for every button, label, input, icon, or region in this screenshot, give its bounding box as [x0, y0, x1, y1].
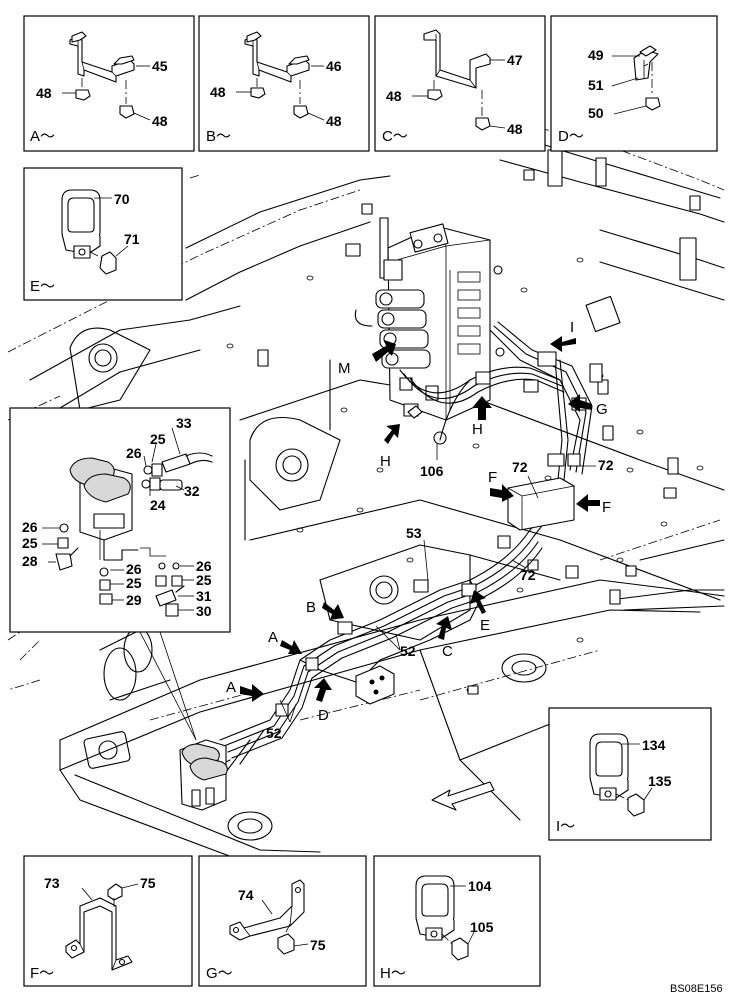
arrow-A-lower	[240, 684, 264, 702]
view-B-caption: B～	[206, 128, 231, 145]
inset-callout-25-right: 25	[196, 572, 212, 588]
callout-52-lower: 52	[266, 725, 282, 741]
view-I-caption: I～	[556, 818, 575, 835]
view-E-callout-71: 71	[124, 231, 140, 247]
pilot-hoses	[199, 321, 593, 781]
inset-callout-26-right: 26	[196, 558, 212, 574]
arrow-letter-C: C	[442, 643, 453, 660]
view-A-caption: A～	[30, 128, 55, 145]
arrow-letter-D: D	[318, 707, 329, 724]
arrow-F-right	[576, 494, 600, 512]
view-C-callout-48-left: 48	[386, 88, 402, 104]
view-G-callout-75: 75	[310, 937, 326, 953]
view-B-callout-48-left: 48	[210, 84, 226, 100]
view-G-callout-74: 74	[238, 887, 254, 903]
arrow-letter-F-right: F	[602, 499, 611, 516]
inset-callout-30: 30	[196, 603, 212, 619]
detail-view-G: 74 75 G～	[198, 855, 367, 987]
arrow-F-left	[490, 484, 514, 502]
inset-callout-25-top: 25	[150, 431, 166, 447]
view-F-callout-75: 75	[140, 875, 156, 891]
view-D-callout-49: 49	[588, 47, 604, 63]
inset-callout-28: 28	[22, 553, 38, 569]
detail-view-I: 134 135 I～	[548, 707, 712, 841]
inset-callout-25-mid: 25	[126, 575, 142, 591]
callout-72-upper: 72	[512, 459, 528, 475]
inset-callout-25-left: 25	[22, 535, 38, 551]
detail-view-H: 104 105 H～	[373, 855, 541, 987]
arrow-A-upper	[280, 640, 302, 654]
inset-callout-32: 32	[184, 483, 200, 499]
view-H-caption: H～	[380, 965, 406, 982]
view-I-callout-134: 134	[642, 737, 666, 753]
arrow-H-upper	[472, 396, 492, 420]
detail-view-A: 45 48 48 A～	[23, 15, 195, 152]
view-A-callout-48-left: 48	[36, 85, 52, 101]
detail-view-E: 70 71 E～	[23, 167, 183, 301]
front-direction-arrow	[431, 781, 495, 811]
arrow-letter-H-lower: H	[380, 453, 391, 470]
view-F-caption: F～	[30, 965, 54, 982]
arrow-M	[372, 340, 396, 362]
view-C-caption: C～	[382, 128, 408, 145]
arrow-letter-I: I	[570, 319, 574, 336]
inset-callout-29: 29	[126, 592, 142, 608]
arrow-letter-M: M	[338, 360, 351, 377]
arrow-letter-G: G	[596, 401, 608, 418]
arrow-letter-H-upper: H	[472, 421, 483, 438]
callout-72-lower: 72	[520, 567, 536, 583]
view-A-callout-48-right: 48	[152, 113, 168, 129]
arrow-C	[436, 616, 452, 640]
pilot-valve-inset: 33 25 26 32 24 26 25 28 26 25 29 26 25 3…	[9, 407, 231, 741]
inset-callout-33: 33	[176, 415, 192, 431]
arrow-E	[470, 590, 486, 614]
arrow-I	[550, 336, 576, 352]
inset-callout-26-mid: 26	[126, 561, 142, 577]
view-D-caption: D～	[558, 128, 584, 145]
inset-callout-24: 24	[150, 497, 166, 513]
callout-106: 106	[420, 463, 444, 479]
inset-callout-26-top: 26	[126, 445, 142, 461]
arrow-D	[314, 678, 332, 702]
view-G-caption: G～	[206, 965, 233, 982]
view-F-callout-73: 73	[44, 875, 60, 891]
callout-53: 53	[406, 525, 422, 541]
view-A-callout-45: 45	[152, 58, 168, 74]
arrow-letter-A-lower: A	[226, 679, 236, 696]
arrow-letter-F-left: F	[488, 469, 497, 486]
pilot-valve	[179, 739, 228, 811]
arrow-H-lower	[384, 424, 400, 444]
view-C-callout-48-right: 48	[507, 121, 523, 137]
main-labels: 106 72 72 72 53 52 52 M I G H H F F B A …	[226, 319, 614, 741]
drawing-code: BS08E156	[670, 983, 723, 995]
detail-view-F: 73 75 F～	[23, 855, 193, 987]
callout-52-upper: 52	[400, 643, 416, 659]
view-E-callout-70: 70	[114, 191, 130, 207]
inset-callout-31: 31	[196, 588, 212, 604]
detail-view-C: 47 48 48 C～	[374, 15, 546, 152]
view-H-callout-105: 105	[470, 919, 494, 935]
view-B-callout-48-right: 48	[326, 113, 342, 129]
arrow-B	[322, 602, 344, 620]
view-H-callout-104: 104	[468, 878, 492, 894]
detail-view-B: 46 48 48 B～	[198, 15, 370, 152]
arrow-G	[568, 394, 592, 412]
detail-view-D: 49 51 50 D～	[550, 15, 718, 152]
arrow-letter-B: B	[306, 599, 316, 616]
view-C-callout-47: 47	[507, 52, 523, 68]
inset-callout-26-left: 26	[22, 519, 38, 535]
arrow-letter-A-upper: A	[268, 629, 278, 646]
view-E-caption: E～	[30, 278, 55, 295]
direction-arrows	[240, 336, 600, 811]
view-D-callout-50: 50	[588, 105, 604, 121]
callout-72-right: 72	[598, 457, 614, 473]
arrow-letter-E: E	[480, 617, 490, 634]
view-B-callout-46: 46	[326, 58, 342, 74]
view-D-callout-51: 51	[588, 77, 604, 93]
view-I-callout-135: 135	[648, 773, 672, 789]
